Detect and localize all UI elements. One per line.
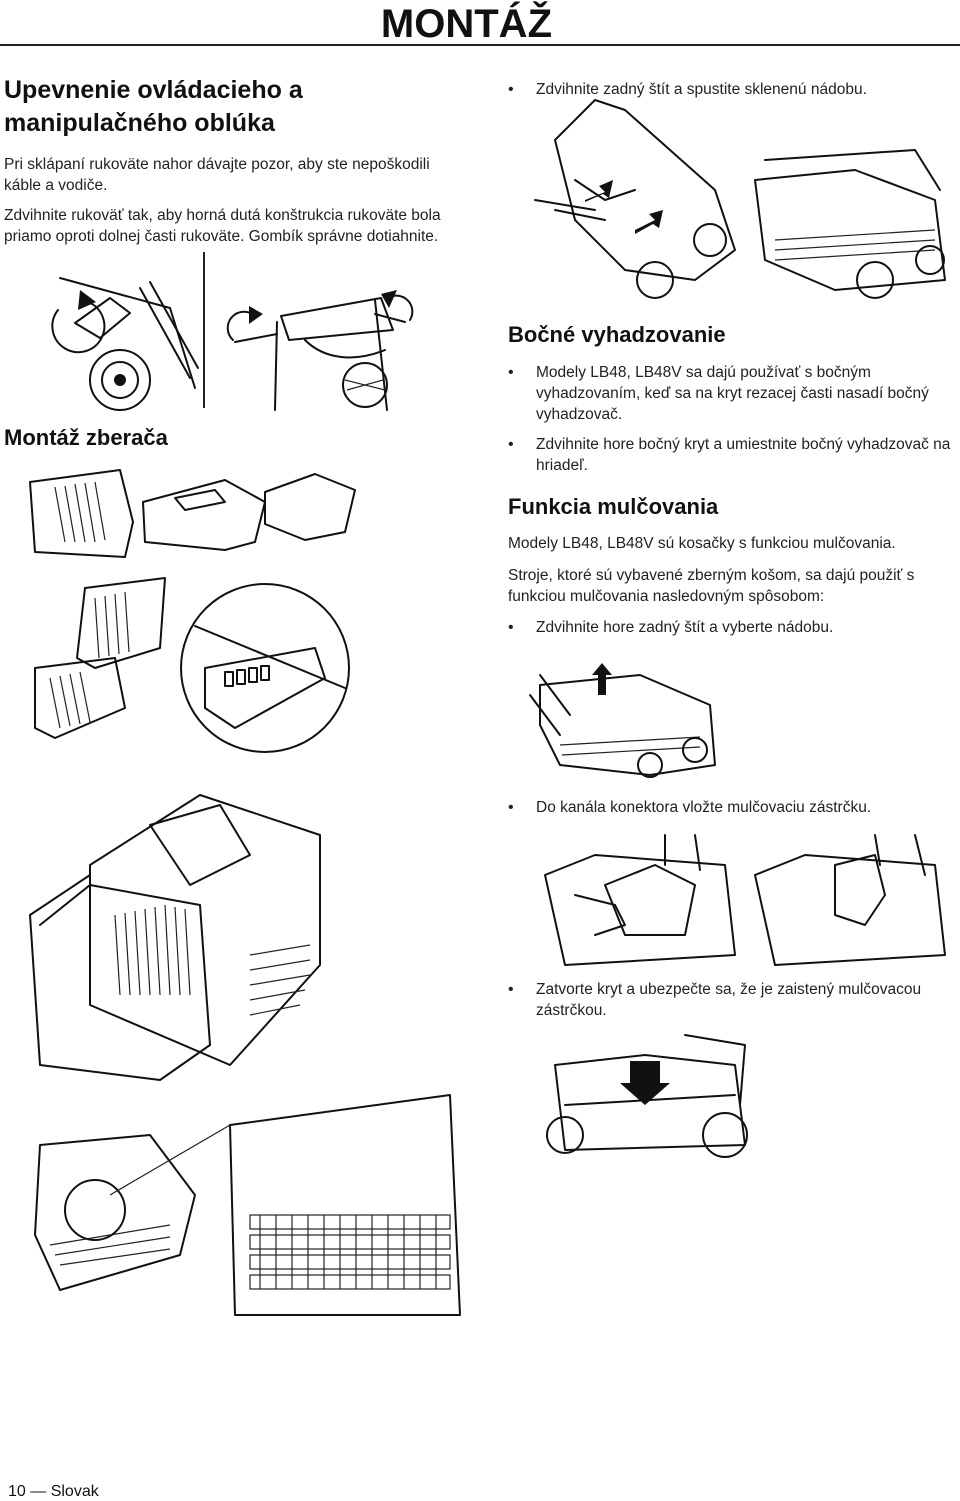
- footer-language: Slovak: [50, 1483, 99, 1500]
- side-discharge-heading: Bočné vyhadzovanie: [508, 322, 726, 347]
- remove-container-illustration: [529, 663, 716, 778]
- close-cover-illustration: [546, 1034, 748, 1158]
- handle-paragraph-1: Pri sklápaní rukoväte nahor dávajte pozo…: [4, 156, 430, 194]
- collector-parts-illustration: [29, 469, 356, 558]
- collector-section-heading: Montáž zberača: [4, 425, 168, 450]
- illustration-divider: [203, 252, 205, 408]
- handle-paragraph-2: Zdvihnite rukoväť tak, aby horná dutá ko…: [4, 207, 441, 245]
- handle-knob-illustration-1: [51, 277, 199, 411]
- grass-collector-illustration: [29, 794, 321, 1081]
- side-discharge-bullet-2: Zdvihnite hore bočný kryt a umiestnite b…: [508, 434, 960, 476]
- handle-section-heading: Upevnenie ovládacieho a manipulačného ob…: [4, 76, 303, 137]
- collector-assembly-illustration: [34, 577, 350, 753]
- mulching-bullet-1: Zdvihnite hore zadný štít a vyberte nádo…: [508, 617, 960, 638]
- footer-dash: —: [30, 1483, 47, 1500]
- rear-shield-bullet: Zdvihnite zadný štít a spustite sklenenú…: [508, 79, 960, 100]
- page-number: 10: [8, 1483, 26, 1500]
- header-rule: [0, 44, 960, 46]
- handle-knob-illustration-2: [226, 290, 414, 411]
- insert-mulch-plug-illustration: [544, 834, 946, 966]
- page-title: MONTÁŽ: [380, 2, 552, 46]
- mulching-heading: Funkcia mulčovania: [508, 494, 719, 519]
- mulching-bullet-2: Do kanála konektora vložte mulčovaciu zá…: [508, 797, 960, 818]
- rear-shield-illustration: [534, 99, 946, 299]
- collector-detail-illustration: [34, 1094, 461, 1316]
- mulching-paragraph-2: Stroje, ktoré sú vybavené zberným košom,…: [508, 567, 915, 605]
- page-footer: 10 — Slovak: [8, 1483, 99, 1501]
- mulching-paragraph-1: Modely LB48, LB48V sú kosačky s funkciou…: [508, 535, 896, 552]
- side-discharge-bullet-1: Modely LB48, LB48V sa dajú používať s bo…: [508, 362, 960, 425]
- mulching-bullet-3: Zatvorte kryt a ubezpečte sa, že je zais…: [508, 979, 960, 1021]
